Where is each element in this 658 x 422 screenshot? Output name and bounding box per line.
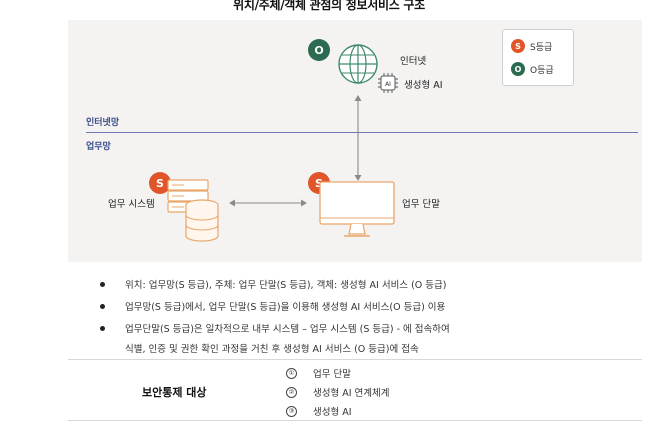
work-terminal-label: 업무 단말: [402, 199, 440, 210]
ai-chip-icon: AI: [378, 73, 398, 93]
globe-icon: [338, 44, 378, 84]
control-item: ② 생성형 AI 연계체계: [286, 385, 390, 399]
control-item-text: 업무 단말: [313, 369, 351, 380]
number-2-icon: ②: [286, 386, 297, 398]
system-grade-badge: S: [149, 172, 171, 194]
server-database-icon: [167, 179, 219, 242]
internet-grade-badge: O: [308, 39, 330, 61]
internet-terminal-arrow: [354, 95, 362, 181]
list-item-text: 업무망(S 등급)에서, 업무 단말(S 등급)을 이용해 생성형 AI 서비스…: [125, 302, 446, 313]
number-1-icon: ①: [286, 367, 297, 379]
list-item-text: 위치: 업무망(S 등급), 주체: 업무 단말(S 등급), 객체: 생성형 …: [125, 280, 447, 291]
diagram-area: 인터넷망 업무망 S S등급 O O등급 O AI 인터넷 생성형 AI S: [68, 20, 642, 262]
bullet-dot: [100, 326, 105, 331]
number-3-icon: ③: [286, 405, 297, 417]
legend-label-o: O등급: [530, 65, 554, 76]
section-divider-bottom: [68, 420, 642, 421]
s-grade-icon: S: [511, 39, 525, 53]
control-item: ③ 생성형 AI: [286, 404, 352, 418]
zone-divider: [86, 132, 638, 133]
list-item-text: 식별, 인증 및 권한 확인 과정을 거친 후 생성형 AI 서비스 (O 등급…: [125, 344, 419, 355]
page-title: 위치/주체/객체 관점의 정보서비스 구조: [233, 0, 425, 12]
zone-label-internet: 인터넷망: [86, 118, 120, 128]
legend-label-s: S등급: [530, 42, 553, 53]
zone-label-work: 업무망: [86, 142, 111, 152]
security-control-label: 보안통제 대상: [142, 386, 207, 399]
legend-item-s: S S등급: [511, 39, 552, 53]
bullet-dot: [100, 304, 105, 309]
generative-ai-label: 생성형 AI: [404, 80, 443, 91]
internet-label: 인터넷: [400, 56, 427, 67]
legend: S S등급 O O등급: [502, 29, 574, 86]
work-system-label: 업무 시스템: [108, 199, 155, 210]
legend-item-o: O O등급: [511, 62, 554, 76]
control-item-text: 생성형 AI 연계체계: [313, 388, 390, 399]
system-terminal-arrow: [229, 199, 307, 207]
control-item: ① 업무 단말: [286, 366, 351, 380]
control-item-text: 생성형 AI: [313, 407, 352, 418]
section-divider-top: [68, 359, 642, 360]
monitor-icon: [319, 181, 395, 237]
list-item-text: 업무단말(S 등급)은 일차적으로 내부 시스템 – 업무 시스템 (S 등급)…: [125, 324, 450, 335]
o-grade-icon: O: [511, 62, 525, 76]
ai-chip-text: AI: [385, 81, 391, 88]
bullet-dot: [100, 282, 105, 287]
